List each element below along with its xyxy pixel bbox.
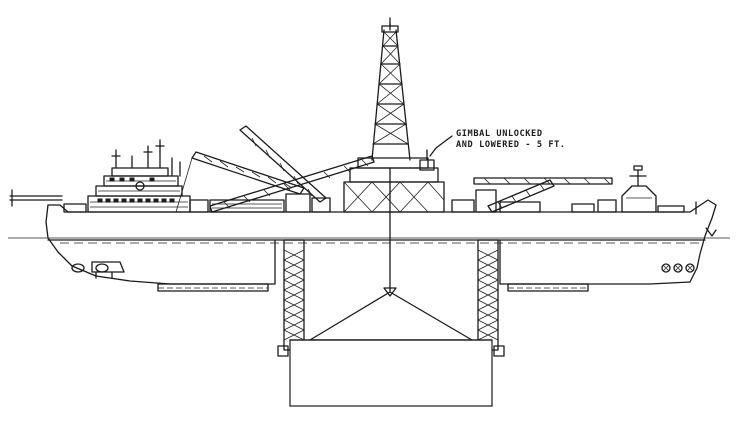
forward-cranes: [451, 177, 617, 213]
bow-deckhouse: [621, 165, 697, 215]
derrick-tower: [343, 17, 445, 293]
gimbal-annotation: GIMBAL UNLOCKED AND LOWERED - 5 FT.: [456, 129, 566, 151]
lift-bridle: [309, 287, 473, 341]
ship-hull: [8, 199, 730, 292]
caisson-box: [289, 339, 493, 407]
annotation-line-2: AND LOWERED - 5 FT.: [456, 140, 566, 150]
annotation-line-1: GIMBAL UNLOCKED: [456, 129, 543, 139]
aft-cranes: [175, 125, 375, 213]
annotation-leader: [429, 135, 453, 157]
stern-superstructure: [9, 139, 209, 213]
